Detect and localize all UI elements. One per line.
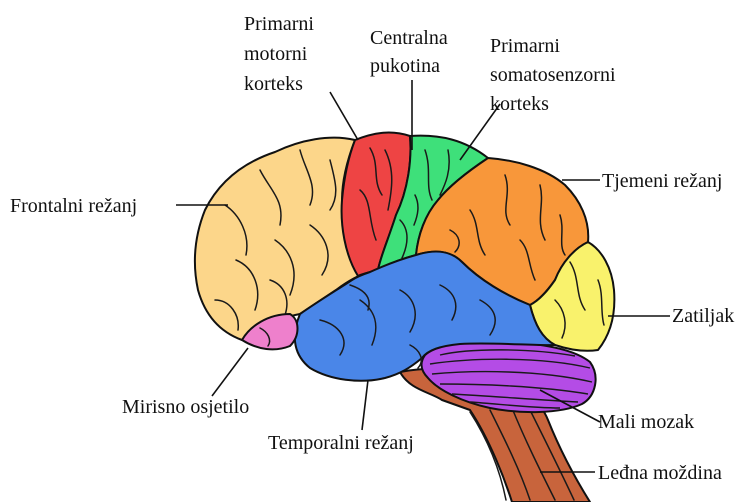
- label-motor-3: korteks: [244, 73, 303, 95]
- temporal-leader: [362, 380, 368, 430]
- label-central-1: Centralna: [370, 27, 448, 49]
- motor-leader: [330, 92, 358, 140]
- label-occipital: Zatiljak: [672, 305, 734, 327]
- label-temporal: Temporalni režanj: [268, 432, 414, 454]
- label-motor-2: motorni: [244, 43, 308, 65]
- label-cerebellum: Mali mozak: [598, 411, 694, 433]
- label-somato-2: somatosenzorni: [490, 64, 616, 86]
- label-motor-1: Primarni: [244, 13, 314, 35]
- label-olfactory: Mirisno osjetilo: [122, 396, 249, 418]
- label-frontal: Frontalni režanj: [10, 195, 137, 217]
- label-parietal: Tjemeni režanj: [602, 170, 723, 192]
- label-central-2: pukotina: [370, 55, 440, 77]
- olfactory-leader: [212, 348, 248, 396]
- label-spinal: Leđna moždina: [598, 462, 722, 484]
- label-somato-3: korteks: [490, 93, 549, 115]
- label-somato-1: Primarni: [490, 35, 560, 57]
